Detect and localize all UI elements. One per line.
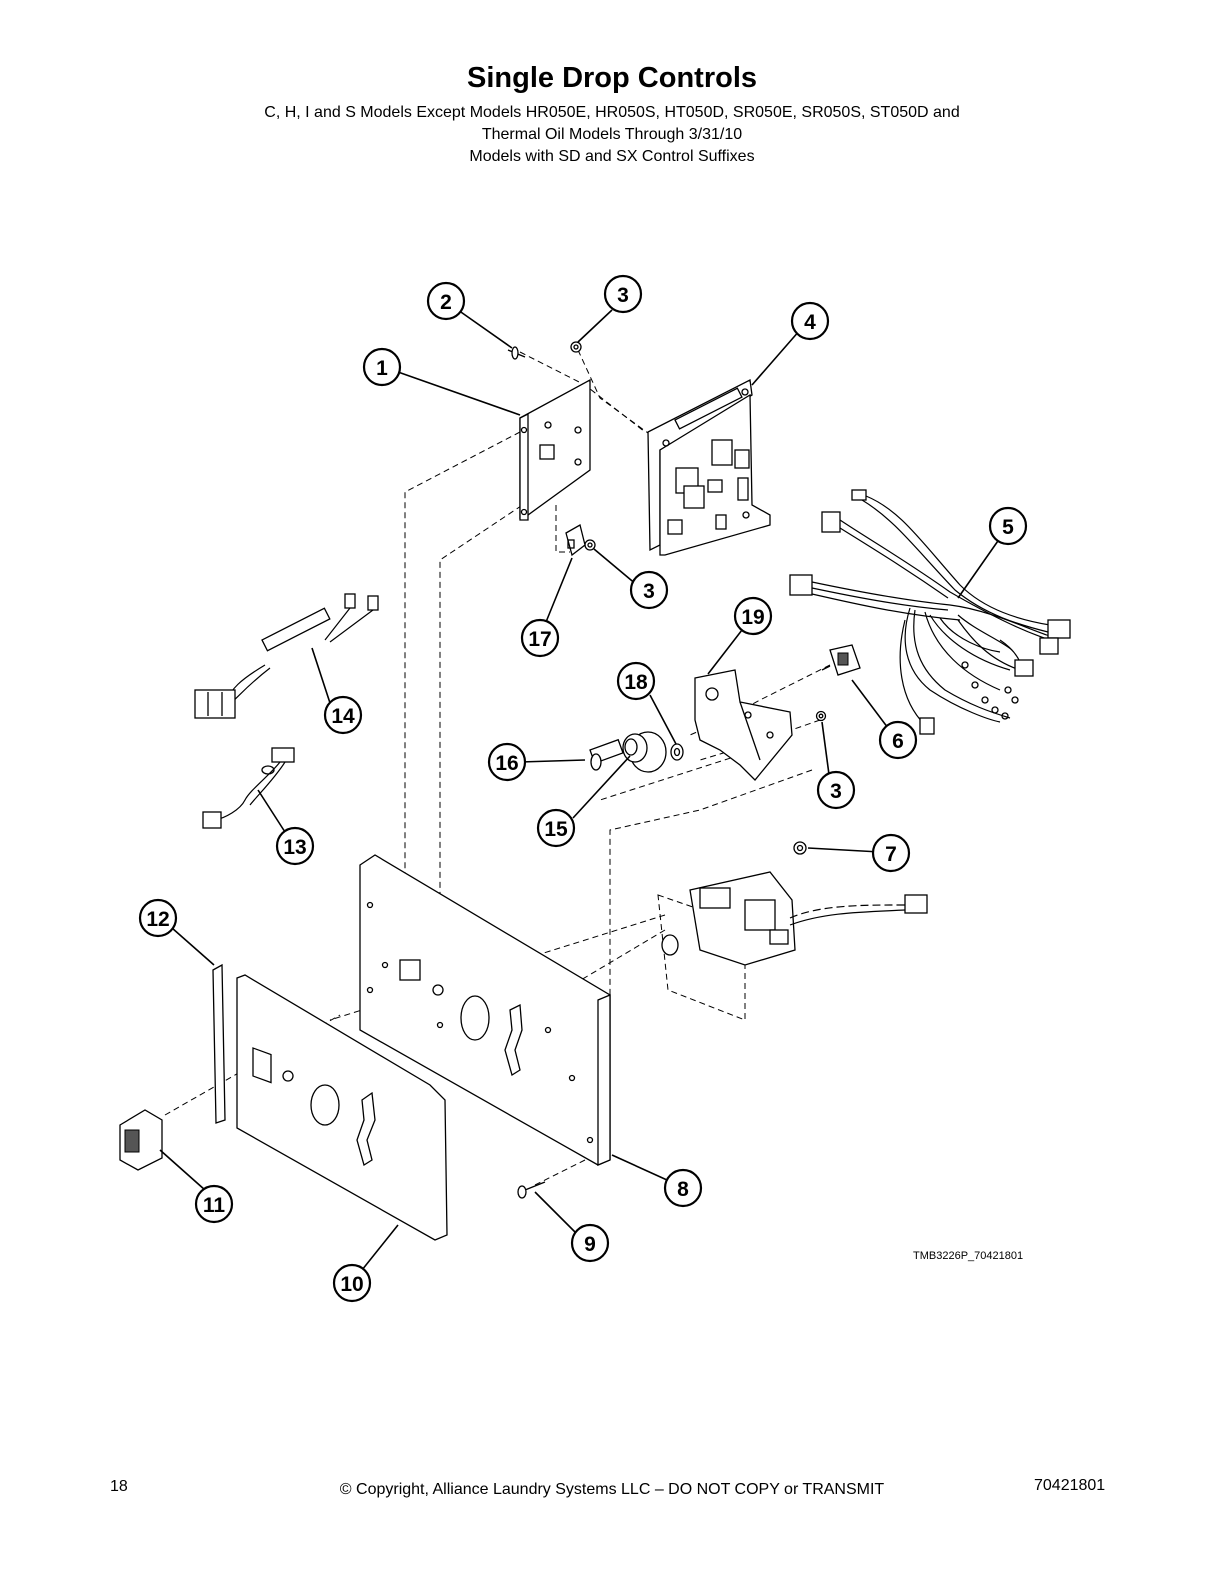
callout-2-label: 2 [440,291,452,314]
part-9-screw [517,1181,546,1199]
callout-9-label: 9 [584,1233,596,1256]
callout-11-label: 11 [203,1194,226,1217]
callout-16-label: 16 [495,752,518,775]
part-15-knob [622,731,667,773]
part-11-rocker-switch [119,1109,163,1171]
callout-3-middle: 3 [629,570,669,610]
part-3-nut-middle [584,539,596,551]
page-number: 18 [110,1478,128,1495]
part-13-harness [202,747,295,829]
callout-10-label: 10 [340,1273,363,1296]
drawing-code: TMB3226P_70421801 [913,1250,1024,1262]
part-14-harness [194,593,379,719]
callout-6: 6 [878,720,918,760]
callout-14-label: 14 [331,705,355,728]
part-7-control-assembly [657,871,928,1021]
part-10-overlay-panel [236,974,448,1241]
callout-1: 1 [362,347,402,387]
callout-17-label: 17 [528,628,551,651]
callout-9: 9 [570,1223,610,1263]
part-16-indicator-light [589,738,624,771]
callout-19: 19 [733,596,773,636]
callout-10: 10 [332,1263,372,1303]
callout-5: 5 [988,506,1028,546]
callout-3-top-label: 3 [617,284,629,307]
callout-2: 2 [426,281,466,321]
part-1-bracket [519,378,591,521]
callout-14: 14 [323,695,363,735]
document-number: 70421801 [1034,1477,1106,1494]
callout-1-label: 1 [376,357,388,380]
callout-3-right: 3 [816,770,856,810]
subtitle-line-3: Models with SD and SX Control Suffixes [469,148,755,165]
part-7-nut [793,841,807,855]
callout-18: 18 [616,661,656,701]
copyright-notice: © Copyright, Alliance Laundry Systems LL… [339,1481,885,1498]
callout-17: 17 [520,618,560,658]
callout-7-label: 7 [885,843,897,866]
callout-13-label: 13 [283,836,306,859]
callout-18-label: 18 [624,671,648,694]
callout-11: 11 [194,1184,234,1224]
part-3-nut-top [570,341,582,353]
part-12-strip [212,963,226,1124]
part-17-clip [565,524,586,557]
part-4-control-board [647,379,771,556]
callout-8-label: 8 [677,1178,689,1201]
part-2-screw [507,346,526,360]
part-3-nut-right [815,710,827,722]
callout-5-label: 5 [1002,516,1014,539]
part-6-switch [821,644,861,676]
callout-12: 12 [138,898,178,938]
callout-16: 16 [487,742,527,782]
callout-4: 4 [790,301,830,341]
callout-3-middle-label: 3 [643,580,655,603]
part-19-bracket [694,669,793,781]
callout-12-label: 12 [146,908,169,931]
part-8-control-panel [359,854,611,1166]
subtitle-line-1: C, H, I and S Models Except Models HR050… [264,104,960,121]
callout-3-right-label: 3 [830,780,842,803]
callout-6-label: 6 [892,730,904,753]
part-18-washer [670,743,684,761]
callout-13: 13 [275,826,315,866]
callout-19-label: 19 [741,606,764,629]
callout-15: 15 [536,808,576,848]
callout-7: 7 [871,833,911,873]
callout-3-top: 3 [603,274,643,314]
callout-8: 8 [663,1168,703,1208]
callout-4-label: 4 [804,311,816,334]
subtitle-line-2: Thermal Oil Models Through 3/31/10 [481,126,743,143]
leader-lines [159,309,1001,1271]
part-5-wire-harness [789,489,1071,735]
callout-15-label: 15 [544,818,568,841]
page-title: Single Drop Controls [467,62,757,94]
